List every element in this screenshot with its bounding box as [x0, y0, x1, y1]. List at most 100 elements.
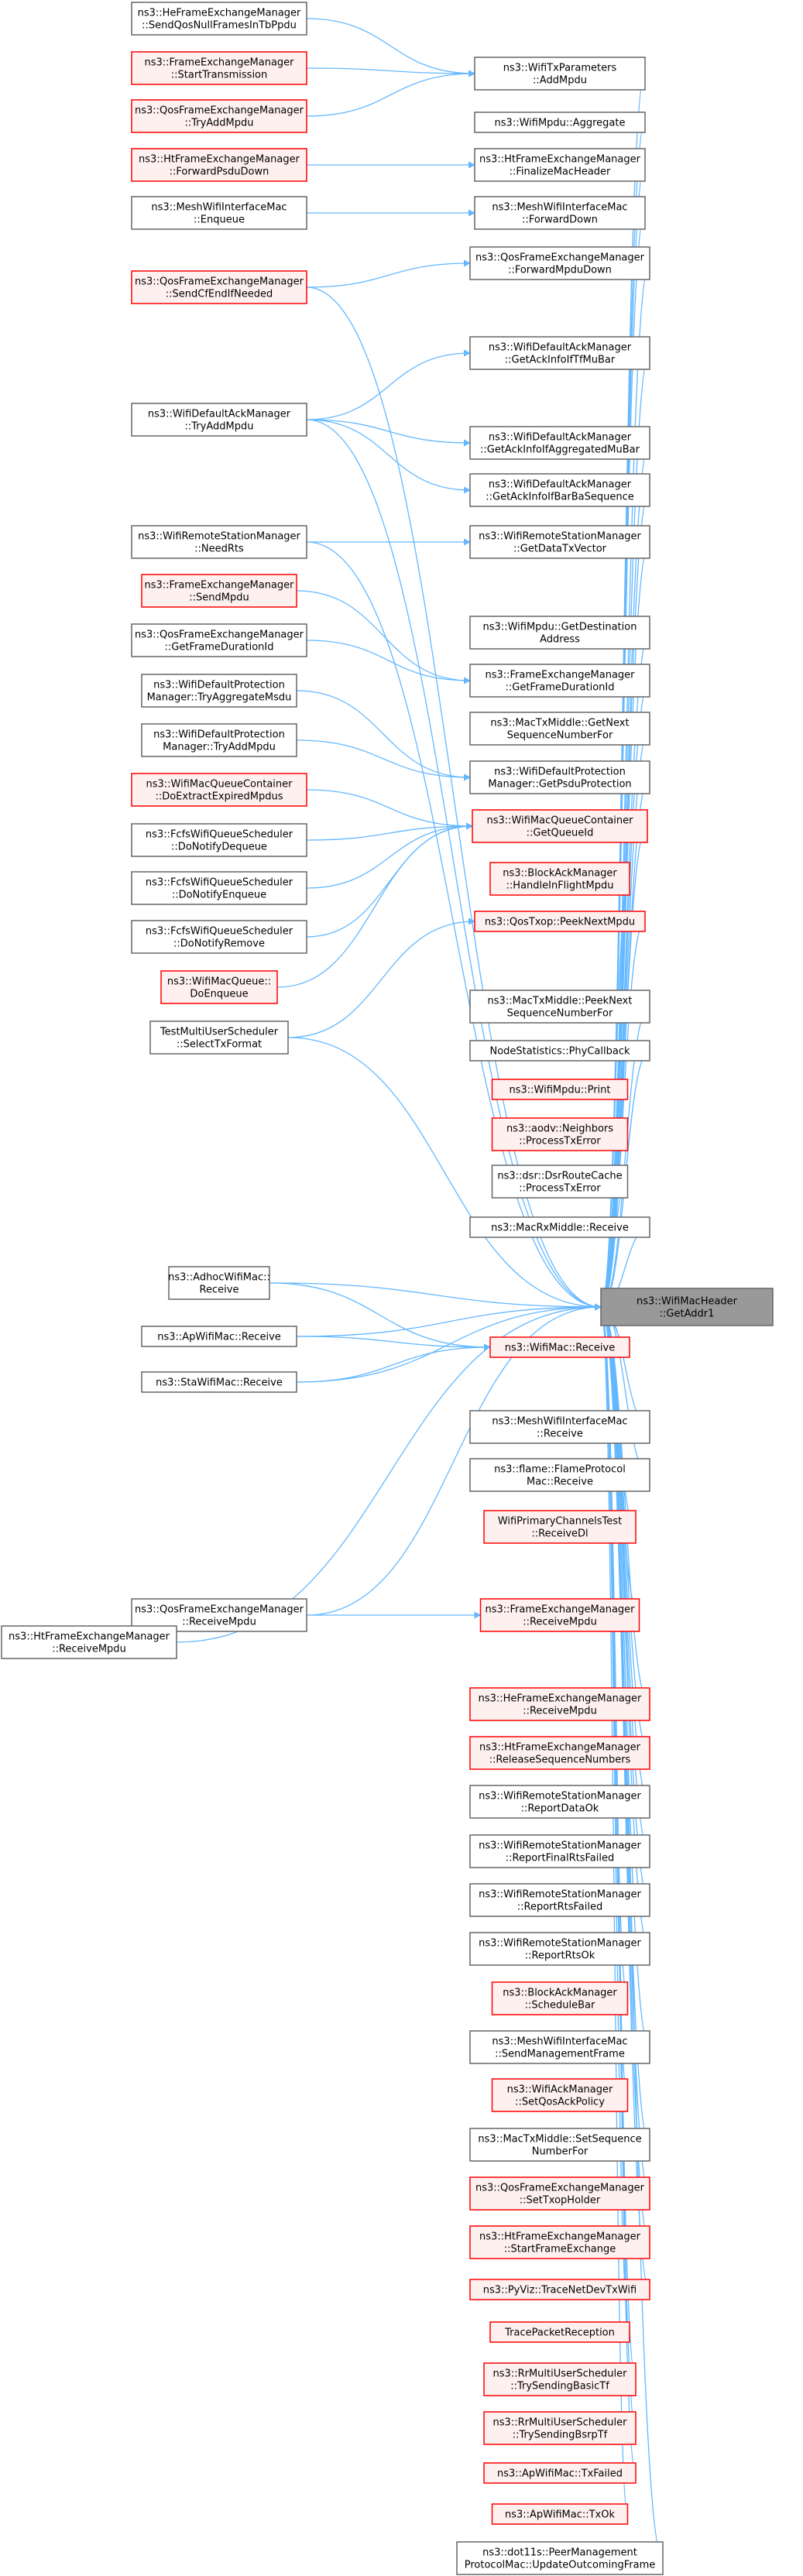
- node-ackSetQosPolicy[interactable]: ns3::WifiAckManager::SetQosAckPolicy: [491, 2078, 629, 2112]
- node-feGetFrameDur[interactable]: ns3::FrameExchangeManager::GetFrameDurat…: [469, 664, 650, 698]
- node-apTxFailed[interactable]: ns3::ApWifiMac::TxFailed: [483, 2462, 637, 2484]
- node-testMuSelectTx[interactable]: TestMultiUserScheduler::SelectTxFormat: [149, 1020, 289, 1055]
- node-feReceiveMpdu[interactable]: ns3::FrameExchangeManager::ReceiveMpdu: [479, 1598, 640, 1632]
- node-apReceive[interactable]: ns3::ApWifiMac::Receive: [141, 1326, 297, 1347]
- node-label-line: ns3::WifiMacQueue::: [167, 976, 271, 988]
- node-rsmReportDataOk[interactable]: ns3::WifiRemoteStationManager::ReportDat…: [469, 1785, 650, 1819]
- node-qosSetTxopHolder[interactable]: ns3::QosFrameExchangeManager::SetTxopHol…: [469, 2176, 650, 2211]
- node-pyvizTrace[interactable]: ns3::PyViz::TraceNetDevTxWifi: [469, 2279, 650, 2300]
- node-wmqDoEnqueue[interactable]: ns3::WifiMacQueue::DoEnqueue: [160, 970, 278, 1004]
- node-rsmReportRtsOk[interactable]: ns3::WifiRemoteStationManager::ReportRts…: [469, 1932, 650, 1966]
- node-fcfsNotifyEnqueue[interactable]: ns3::FcfsWifiQueueScheduler::DoNotifyEnq…: [131, 871, 307, 905]
- node-macTxGetNextSeq[interactable]: ns3::MacTxMiddle::GetNextSequenceNumberF…: [469, 712, 650, 746]
- node-protTryAggMsdu[interactable]: ns3::WifiDefaultProtectionManager::TryAg…: [141, 674, 297, 708]
- edge-adhocReceive-to-target: [269, 1282, 602, 1311]
- edge-qosSendCfEnd-to-qosForwardMpdu: [306, 259, 471, 288]
- node-label-line: ::GetFrameDurationId: [165, 642, 274, 653]
- node-htFinalizeMac[interactable]: ns3::HtFrameExchangeManager::FinalizeMac…: [474, 148, 646, 182]
- node-ackGetTfMuBar[interactable]: ns3::WifiDefaultAckManager::GetAckInfoIf…: [469, 336, 650, 370]
- node-protTryAddMpdu[interactable]: ns3::WifiDefaultProtectionManager::TryAd…: [141, 723, 297, 757]
- node-label-line: ns3::flame::FlameProtocol: [494, 1464, 626, 1476]
- node-macTxPeekNextSeq[interactable]: ns3::MacTxMiddle::PeekNextSequenceNumber…: [469, 990, 650, 1024]
- node-qosSendCfEnd[interactable]: ns3::QosFrameExchangeManager::SendCfEndI…: [131, 270, 307, 304]
- node-aodvProcessTxErr[interactable]: ns3::aodv::Neighbors::ProcessTxError: [491, 1117, 629, 1151]
- node-target[interactable]: ns3::WifiMacHeader::GetAddr1: [600, 1288, 774, 1326]
- node-dot11sUpdateOutgoing[interactable]: ns3::dot11s::PeerManagementProtocolMac::…: [456, 2541, 664, 2575]
- node-rsmNeedRts[interactable]: ns3::WifiRemoteStationManager::NeedRts: [131, 525, 307, 559]
- node-label-line: ns3::RrMultiUserScheduler: [493, 2417, 628, 2429]
- node-wifiMacReceive[interactable]: ns3::WifiMac::Receive: [489, 1336, 630, 1358]
- node-feStartTx[interactable]: ns3::FrameExchangeManager::StartTransmis…: [131, 51, 307, 85]
- node-adhocReceive[interactable]: ns3::AdhocWifiMac::Receive: [168, 1266, 270, 1300]
- node-box: [491, 2078, 629, 2112]
- node-box: [469, 2225, 650, 2259]
- node-label-line: ns3::HtFrameExchangeManager: [479, 154, 641, 166]
- node-box: [469, 1458, 650, 1492]
- node-label-line: ::GetFrameDurationId: [506, 682, 615, 694]
- node-rsmReportFinalRts[interactable]: ns3::WifiRemoteStationManager::ReportFin…: [469, 1834, 650, 1868]
- node-htReceiveMpdu[interactable]: ns3::HtFrameExchangeManager::ReceiveMpdu: [1, 1625, 177, 1659]
- node-nodeStatsPhyCb[interactable]: NodeStatistics::PhyCallback: [469, 1040, 650, 1062]
- node-htForwardPsdu[interactable]: ns3::HtFrameExchangeManager::ForwardPsdu…: [131, 148, 307, 182]
- node-box: [491, 1165, 629, 1199]
- node-mpduAggregate[interactable]: ns3::WifiMpdu::Aggregate: [474, 111, 646, 133]
- node-qosForwardMpdu[interactable]: ns3::QosFrameExchangeManager::ForwardMpd…: [469, 246, 650, 280]
- edge-staReceive-to-target: [296, 1303, 602, 1383]
- node-label-line: ns3::HeFrameExchangeManager: [138, 8, 301, 19]
- node-protGetPsduProt[interactable]: ns3::WifiDefaultProtectionManager::GetPs…: [469, 760, 650, 794]
- node-box: [469, 1040, 650, 1062]
- node-queueGetQueueId[interactable]: ns3::WifiMacQueueContainer::GetQueueId: [472, 809, 648, 843]
- node-label-line: ::AddMpdu: [533, 75, 587, 87]
- node-apTxOk[interactable]: ns3::ApWifiMac::TxOk: [491, 2503, 629, 2525]
- node-heReceiveMpdu[interactable]: ns3::HeFrameExchangeManager::ReceiveMpdu: [469, 1687, 650, 1721]
- node-qosGetFrameDur[interactable]: ns3::QosFrameExchangeManager::GetFrameDu…: [131, 623, 307, 657]
- node-qosTxopPeekNext[interactable]: ns3::QosTxop::PeekNextMpdu: [474, 911, 646, 932]
- node-txParamsAddMpdu[interactable]: ns3::WifiTxParameters::AddMpdu: [474, 57, 646, 91]
- node-label-line: ns3::WifiRemoteStationManager: [479, 1840, 641, 1852]
- node-meshSendMgmt[interactable]: ns3::MeshWifiInterfaceMac::SendManagemen…: [469, 2030, 650, 2064]
- node-box: [131, 403, 307, 437]
- node-qosTryAddMpdu[interactable]: ns3::QosFrameExchangeManager::TryAddMpdu: [131, 99, 307, 133]
- node-rrTrySendBsrpTf[interactable]: ns3::RrMultiUserScheduler::TrySendingBsr…: [483, 2411, 637, 2445]
- node-ackGetBarBa[interactable]: ns3::WifiDefaultAckManager::GetAckInfoIf…: [469, 473, 650, 507]
- node-ackGetAggMuBar[interactable]: ns3::WifiDefaultAckManager::GetAckInfoIf…: [469, 426, 650, 460]
- node-label-line: ns3::FcfsWifiQueueScheduler: [146, 829, 293, 841]
- node-macRxReceive[interactable]: ns3::MacRxMiddle::Receive: [469, 1216, 650, 1238]
- node-box: [472, 809, 648, 843]
- node-box: [141, 674, 297, 708]
- edge-qosGetFrameDur-to-feGetFrameDur: [306, 640, 471, 684]
- edge-fcfsNotifyDequeue-to-queueGetQueueId: [306, 822, 473, 841]
- node-primaryChReceiveDl[interactable]: WifiPrimaryChannelsTest::ReceiveDl: [483, 1510, 637, 1544]
- node-bamScheduleBar[interactable]: ns3::BlockAckManager::ScheduleBar: [491, 1981, 629, 2015]
- node-label-line: ns3::WifiMacHeader: [637, 1296, 738, 1308]
- node-meshReceive[interactable]: ns3::MeshWifiInterfaceMac::Receive: [469, 1410, 650, 1444]
- node-ackTryAddMpdu[interactable]: ns3::WifiDefaultAckManager::TryAddMpdu: [131, 403, 307, 437]
- node-label-line: ::DoNotifyEnqueue: [172, 890, 266, 901]
- node-bamHandleInFlight[interactable]: ns3::BlockAckManager::HandleInFlightMpdu: [489, 862, 630, 896]
- node-box: [149, 1020, 289, 1055]
- node-rsmGetDataTx[interactable]: ns3::WifiRemoteStationManager::GetDataTx…: [469, 525, 650, 559]
- node-dsrProcessTxErr[interactable]: ns3::dsr::DsrRouteCache::ProcessTxError: [491, 1165, 629, 1199]
- node-rsmReportRtsFailed[interactable]: ns3::WifiRemoteStationManager::ReportRts…: [469, 1883, 650, 1917]
- node-label-line: ::SetTxopHolder: [520, 2195, 601, 2207]
- node-box: [131, 99, 307, 133]
- node-meshForwardDown[interactable]: ns3::MeshWifiInterfaceMac::ForwardDown: [474, 196, 646, 230]
- node-fcfsNotifyRemove[interactable]: ns3::FcfsWifiQueueScheduler::DoNotifyRem…: [131, 920, 307, 954]
- node-mpduPrint[interactable]: ns3::WifiMpdu::Print: [491, 1079, 629, 1100]
- node-box: [491, 2503, 629, 2525]
- node-queueExtractExpired[interactable]: ns3::WifiMacQueueContainer::DoExtractExp…: [131, 773, 307, 807]
- node-tracePacketRx[interactable]: TracePacketReception: [489, 2321, 630, 2343]
- node-fcfsNotifyDequeue[interactable]: ns3::FcfsWifiQueueScheduler::DoNotifyDeq…: [131, 823, 307, 857]
- node-htStartFrameEx[interactable]: ns3::HtFrameExchangeManager::StartFrameE…: [469, 2225, 650, 2259]
- node-feSendMpdu[interactable]: ns3::FrameExchangeManager::SendMpdu: [141, 574, 297, 608]
- node-label-line: ns3::FcfsWifiQueueScheduler: [146, 877, 293, 889]
- node-htReleaseSeq[interactable]: ns3::HtFrameExchangeManager::ReleaseSequ…: [469, 1736, 650, 1770]
- node-meshEnqueue[interactable]: ns3::MeshWifiInterfaceMac::Enqueue: [131, 196, 307, 230]
- node-staReceive[interactable]: ns3::StaWifiMac::Receive: [141, 1371, 297, 1393]
- node-rrTrySendBasicTf[interactable]: ns3::RrMultiUserScheduler::TrySendingBas…: [483, 2362, 637, 2396]
- node-heSendQosNull[interactable]: ns3::HeFrameExchangeManager::SendQosNull…: [131, 2, 307, 36]
- node-box: [491, 1117, 629, 1151]
